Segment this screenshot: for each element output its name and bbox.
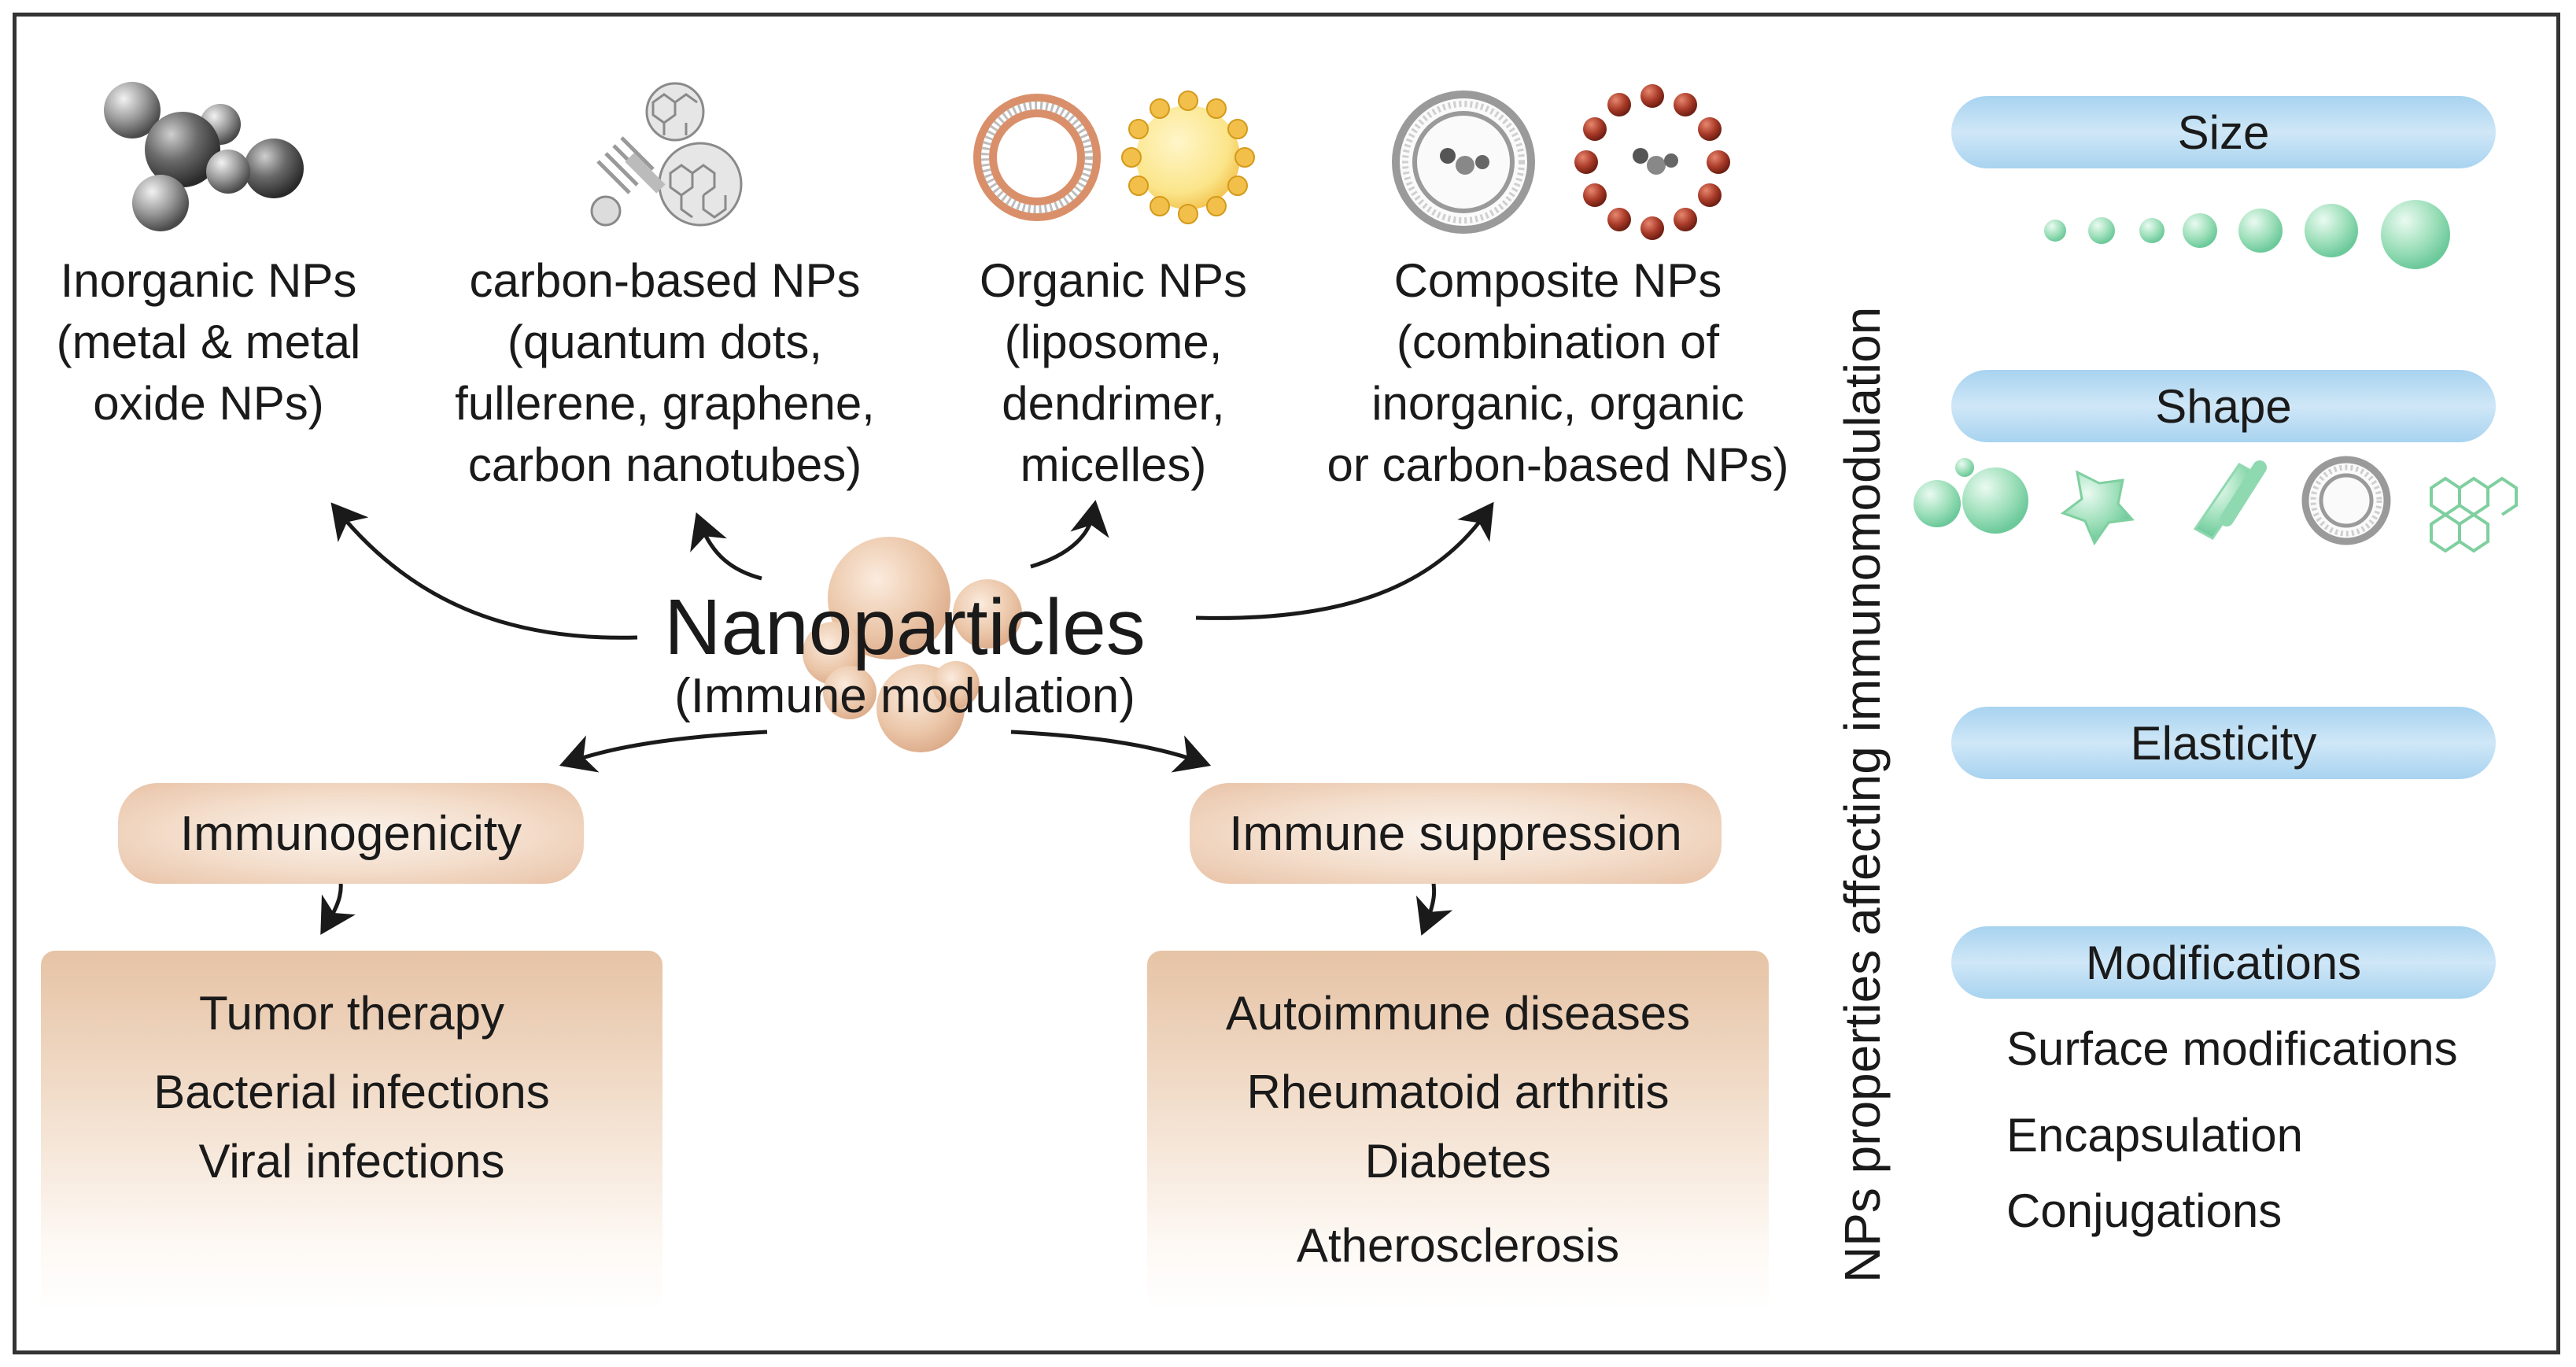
size-spheres-icon [2044, 200, 2450, 269]
modification-item: Conjugations [2006, 1184, 2283, 1237]
inorganic-np-icon [104, 82, 304, 231]
application-item: Diabetes [1364, 1135, 1552, 1188]
organic-np-label: Organic NPs(liposome,dendrimer,micelles) [979, 254, 1248, 491]
immune-suppression-label: Immune suppression [1229, 806, 1682, 861]
immunogenicity-applications-box: Tumor therapy Bacterial infections Viral… [41, 951, 662, 1313]
modifications-pill: Modifications [1951, 926, 2496, 999]
figure-frame [13, 13, 2560, 1354]
application-item: Tumor therapy [199, 987, 504, 1040]
shape-label: Shape [2155, 379, 2292, 433]
properties-vertical-title: NPs properties affecting immunomodulatio… [1834, 306, 1891, 1283]
nanoparticle-cluster-icon [803, 537, 1022, 752]
immunogenicity-label: Immunogenicity [179, 806, 522, 861]
application-item: Atherosclerosis [1296, 1219, 1620, 1272]
size-label: Size [2177, 105, 2270, 159]
nanoparticles-title: Nanoparticles [664, 583, 1146, 671]
application-item: Bacterial infections [153, 1066, 550, 1118]
application-item: Rheumatoid arthritis [1246, 1066, 1670, 1118]
shape-pill: Shape [1951, 370, 2496, 442]
immunogenicity-pill: Immunogenicity [118, 783, 584, 884]
suppression-applications-box: Autoimmune diseases Rheumatoid arthritis… [1147, 951, 1769, 1313]
carbon-np-label: carbon-based NPs(quantum dots,fullerene,… [455, 254, 875, 491]
size-pill: Size [1951, 96, 2496, 168]
elasticity-pill: Elasticity [1951, 707, 2496, 779]
application-item: Viral infections [198, 1135, 505, 1188]
immune-modulation-subtitle: (Immune modulation) [674, 669, 1135, 723]
modification-item: Surface modifications [2006, 1022, 2458, 1075]
carbon-np-icon [590, 82, 743, 227]
composite-np-icon [1392, 84, 1730, 240]
immune-suppression-pill: Immune suppression [1190, 783, 1722, 884]
modifications-label: Modifications [2085, 936, 2362, 989]
application-item: Autoimmune diseases [1225, 987, 1691, 1040]
modification-item: Encapsulation [2006, 1109, 2303, 1162]
organic-np-icon [973, 91, 1255, 224]
shape-icons [1914, 456, 2518, 553]
elasticity-label: Elasticity [2130, 716, 2317, 770]
